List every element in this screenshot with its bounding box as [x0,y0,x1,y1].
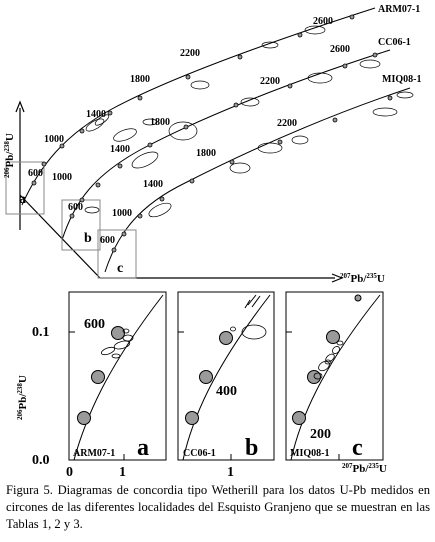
concordia-figure: 600 1000 1400 1800 2200 2600 600 1000 14… [3,4,421,478]
age-label: 2600 [313,16,333,27]
top-y-axis-label: 206Pb/238U [3,133,16,178]
box-letter: c [117,261,123,276]
y-tick-label: 0.0 [32,453,50,468]
sample-label: ARM07-1 [73,448,115,459]
top-panel: 600 1000 1400 1800 2200 2600 600 1000 14… [3,4,421,285]
age-label: 1800 [130,74,150,85]
age-label: 600 [68,202,83,213]
age-label: 600 [100,235,115,246]
top-x-axis-arrow [331,273,344,283]
age-markers [31,14,393,253]
age-label: 1400 [143,179,163,190]
age-label: 400 [216,384,237,399]
subplot-letter: a [137,435,149,461]
inset-box-a [5,161,45,215]
bottom-panel: 0.1 0.0 0 1 1 600 400 200 ARM07-1 CC06-1… [16,291,387,478]
age-label: 1000 [52,172,72,183]
bottom-y-axis-label: 206Pb/238U [16,375,29,420]
sample-label: CC06-1 [378,37,411,48]
sample-label: MIQ08-1 [382,74,421,85]
sample-label: MIQ08-1 [290,448,329,459]
bottom-tick-labels: 0.1 0.0 0 1 1 [32,325,234,478]
age-label: 1800 [196,148,216,159]
subplot-letter: b [245,435,258,461]
top-y-axis-arrow [15,100,25,113]
sample-label: CC06-1 [183,448,216,459]
top-x-axis-label: 207Pb/235U [340,272,385,285]
subplot-frame-a [68,291,167,461]
subplot-frame-b [177,291,275,461]
sample-label: ARM07-1 [378,4,420,15]
age-label: 2600 [330,44,350,55]
inset-concordia-c [290,294,381,461]
age-label: 1800 [150,117,170,128]
inset-concordia-b [182,294,271,461]
inset-age-labels: 600 400 200 [84,317,331,442]
age-label: 2200 [180,48,200,59]
age-label: 1400 [110,144,130,155]
figure-caption: Figura 5. Diagramas de concordia tipo We… [6,483,430,531]
inset-ellipses [100,294,344,380]
inset-age-markers [77,294,362,425]
bottom-ticks [69,331,340,460]
age-label: 1000 [112,208,132,219]
box-letters: a b c [19,192,123,276]
subplot-letter: c [352,435,363,461]
age-label: 2200 [277,118,297,129]
x-tick-label: 1 [227,465,234,478]
x-tick-label: 0 [66,465,73,478]
y-tick-label: 0.1 [32,325,50,340]
age-label: 2200 [260,76,280,87]
concordia-curve-arm07-1 [21,7,376,206]
age-label: 600 [84,317,105,332]
inset-box-c [97,229,137,279]
inset-letters: a b c [137,435,363,461]
top-depth-axis [19,194,101,279]
box-letter: a [19,192,26,207]
age-label: 1000 [44,134,64,145]
error-ellipses-top [84,25,414,218]
top-age-labels: 600 1000 1400 1800 2200 2600 600 1000 14… [28,16,350,246]
top-sample-labels: ARM07-1 CC06-1 MIQ08-1 [378,4,421,85]
bottom-x-axis-label: 207Pb/235U [342,462,387,475]
inset-sample-labels: ARM07-1 CC06-1 MIQ08-1 [73,448,329,459]
box-letter: b [84,231,92,246]
age-label: 1400 [86,109,106,120]
inset-concordia-a [73,294,164,461]
age-label: 200 [310,427,331,442]
age-label: 600 [28,168,43,179]
subplot-frame-c [285,291,384,461]
x-tick-label: 1 [119,465,126,478]
